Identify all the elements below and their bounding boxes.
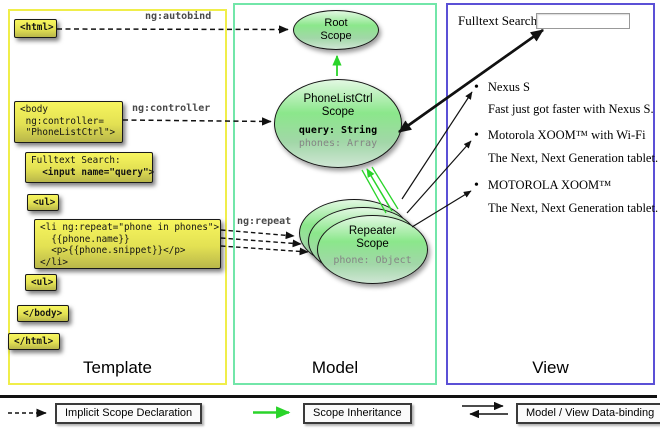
- green-arrow-icon: [253, 406, 291, 419]
- code-box-html-close: </html>: [8, 333, 60, 350]
- code-line: </li>: [40, 256, 68, 268]
- model-panel-label: Model: [311, 358, 359, 377]
- legend-implicit-scope: Implicit Scope Declaration: [55, 403, 203, 424]
- code-box-fulltext-search: Fulltext Search: <input name="query">: [25, 152, 155, 183]
- model-panel: [233, 3, 437, 385]
- scope-title: Repeater: [348, 225, 397, 237]
- dashed-arrow-icon: [8, 408, 47, 418]
- code-line: <body: [20, 104, 48, 115]
- list-item-name: MOTOROLA XOOM™: [474, 178, 611, 194]
- scope-property-query: query: String: [298, 125, 378, 137]
- list-item-desc: The Next, Next Generation tablet.: [488, 201, 659, 215]
- code-line: <li ng:repeat="phone in phones">: [40, 222, 220, 233]
- item-name-text: Motorola XOOM™ with Wi-Fi: [487, 128, 646, 142]
- code-line: Fulltext Search:: [31, 155, 121, 166]
- phonelistctrl-scope-ellipse: PhoneListCtrl Scope query: String phones…: [274, 79, 402, 168]
- double-arrow-icon: [462, 401, 508, 419]
- fulltext-search-label: Fulltext Search:: [458, 13, 541, 28]
- code-line: <input name="query">: [31, 166, 155, 178]
- legend-divider: [0, 395, 657, 398]
- view-panel-label: View: [532, 358, 569, 377]
- code-box-ul-second: <ul>: [25, 274, 57, 291]
- ng-autobind-label: ng:autobind: [145, 11, 212, 22]
- root-scope-ellipse: Root Scope: [293, 10, 379, 50]
- scope-property-phone: phone: Object: [333, 255, 412, 267]
- list-item-desc: The Next, Next Generation tablet.: [488, 151, 659, 165]
- code-box-html-open: <html>: [14, 19, 57, 38]
- item-name-text: MOTOROLA XOOM™: [487, 178, 612, 192]
- view-panel: [446, 3, 655, 385]
- legend-data-binding: Model / View Data-binding: [516, 403, 660, 424]
- ng-repeat-label: ng:repeat: [237, 216, 292, 227]
- scope-property-phones: phones: Array: [298, 138, 378, 150]
- code-line: <p>{{phone.snippet}}</p>: [40, 245, 186, 257]
- scope-title: Scope: [356, 238, 389, 251]
- list-item-name: Motorola XOOM™ with Wi-Fi: [474, 128, 646, 144]
- code-box-body-close: </body>: [17, 305, 69, 322]
- fulltext-search-input[interactable]: [536, 13, 630, 29]
- code-line: {{phone.name}}: [40, 233, 130, 245]
- bullet-icon: [474, 80, 488, 94]
- scope-title: PhoneListCtrl: [303, 93, 373, 105]
- bullet-icon: [474, 178, 488, 192]
- scope-title: Root: [324, 17, 348, 30]
- bullet-icon: [474, 128, 488, 142]
- scope-title: Scope: [321, 106, 355, 119]
- scope-title: Scope: [320, 30, 352, 42]
- list-item-desc: Fast just got faster with Nexus S.: [488, 102, 654, 116]
- item-name-text: Nexus S: [487, 80, 530, 94]
- code-box-body-open: <body ng:controller= "PhoneListCtrl">: [14, 101, 123, 143]
- code-box-ul-open: <ul>: [27, 194, 59, 211]
- code-line: "PhoneListCtrl">: [20, 127, 116, 139]
- legend-scope-inheritance: Scope Inheritance: [303, 403, 412, 424]
- list-item-name: Nexus S: [474, 80, 530, 96]
- repeater-scope-ellipse: Repeater Scope phone: Object: [317, 215, 428, 284]
- code-line: ng:controller=: [20, 115, 104, 127]
- ng-controller-label: ng:controller: [132, 103, 211, 114]
- code-box-li-repeat: <li ng:repeat="phone in phones"> {{phone…: [34, 219, 221, 269]
- template-panel-label: Template: [83, 358, 152, 377]
